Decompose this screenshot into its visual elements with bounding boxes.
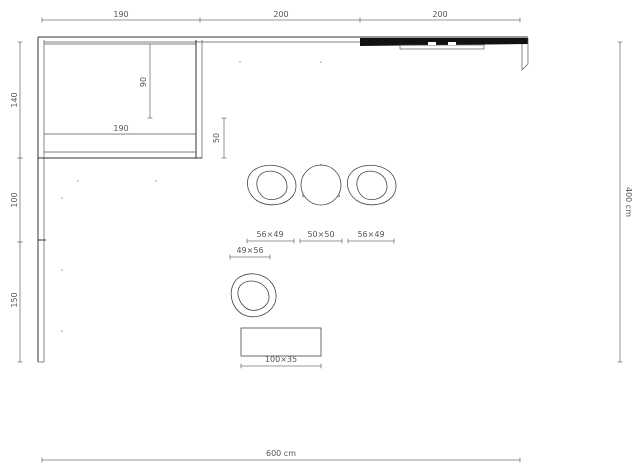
svg-text:50×50: 50×50 — [307, 230, 334, 239]
bench: 100×35 — [240, 327, 322, 369]
top-dimension-right: 200 — [359, 10, 521, 23]
svg-text:190: 190 — [113, 124, 128, 133]
svg-text:400 cm: 400 cm — [624, 187, 633, 217]
svg-text:600 cm: 600 cm — [266, 449, 296, 458]
shelf-dimension: 50 — [212, 117, 227, 159]
svg-text:90: 90 — [139, 77, 148, 87]
round-table: 50×50 — [299, 163, 343, 244]
svg-text:150: 150 — [10, 292, 19, 307]
svg-text:200: 200 — [273, 10, 288, 19]
svg-text:190: 190 — [113, 10, 128, 19]
left-dimension-bottom: 150 — [10, 241, 23, 363]
chair-left: 56×49 — [246, 164, 297, 244]
chair-lower: 49×56 — [229, 246, 277, 318]
chair-right: 56×49 — [347, 164, 397, 244]
bottom-dimension-total: 600 cm — [41, 449, 521, 463]
left-dimension-middle: 100 — [10, 157, 23, 243]
svg-text:100: 100 — [10, 192, 19, 207]
svg-text:50: 50 — [212, 133, 221, 143]
top-dimension-left: 190 — [41, 10, 201, 23]
wall-outline — [37, 36, 528, 363]
svg-text:56×49: 56×49 — [256, 230, 283, 239]
inner-dimension-width: 190 — [113, 124, 128, 133]
svg-text:49×56: 49×56 — [236, 246, 263, 255]
svg-text:140: 140 — [10, 92, 19, 107]
left-dimension-top: 140 — [10, 41, 23, 159]
svg-text:56×49: 56×49 — [357, 230, 384, 239]
svg-text:100×35: 100×35 — [265, 355, 297, 364]
kitchen-counter — [360, 38, 529, 71]
plan-marks — [61, 61, 322, 332]
top-dimension-middle: 200 — [199, 10, 361, 23]
svg-text:200: 200 — [432, 10, 447, 19]
inner-dimension-height: 90 — [139, 44, 153, 119]
right-dimension-total: 400 cm — [617, 41, 633, 363]
